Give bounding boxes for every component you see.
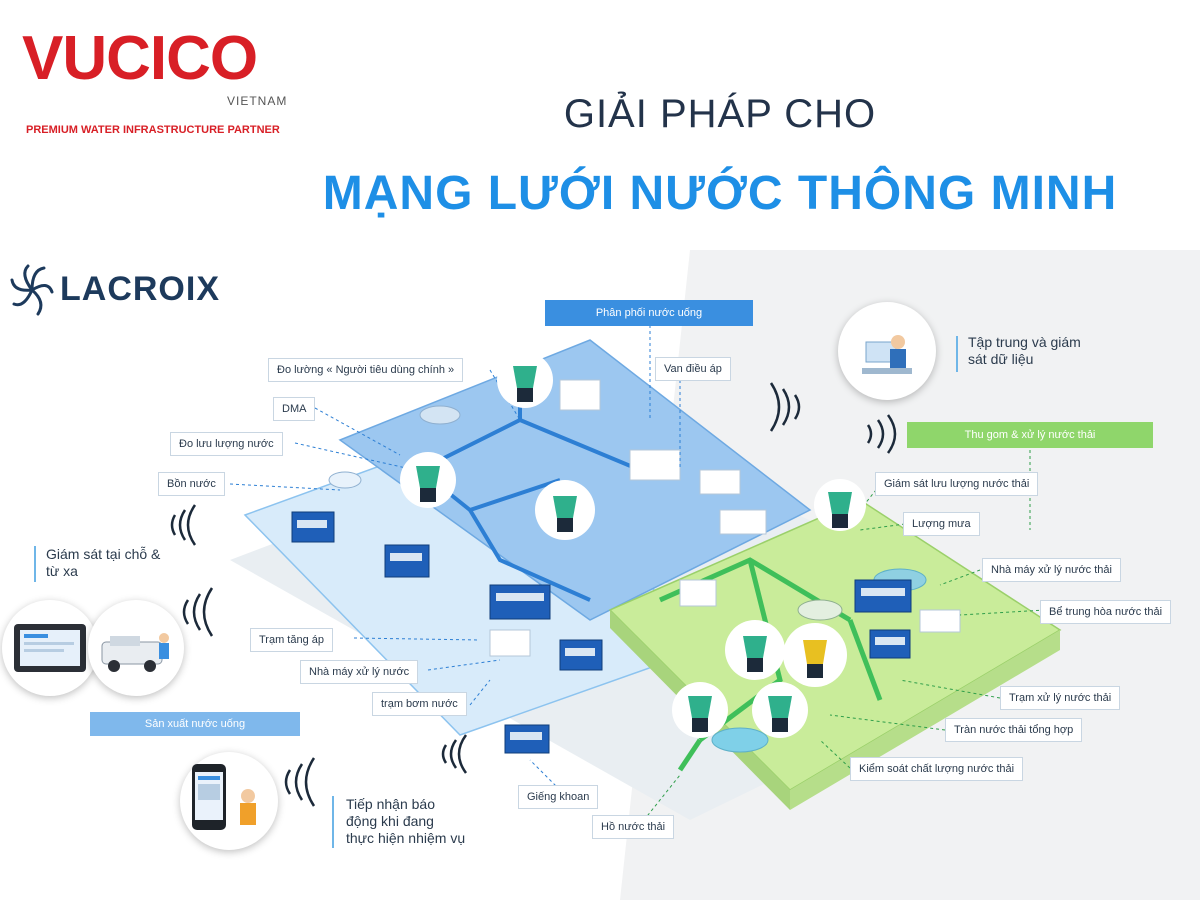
callout-line: Tập trung và giám — [968, 334, 1081, 350]
label-phan-phoi: Phân phối nước uống — [545, 300, 753, 326]
brand-tagline: PREMIUM WATER INFRASTRUCTURE PARTNER — [26, 124, 280, 136]
signal-wave-icons — [170, 382, 897, 807]
callout-giam-sat-tai-cho: Giám sát tại chỗ & từ xa — [46, 546, 160, 580]
label-dma: DMA — [273, 397, 316, 421]
callout-line: sát dữ liệu — [968, 351, 1034, 367]
callout-line: động khi đang — [346, 813, 434, 829]
vehicle-illustration — [88, 600, 184, 696]
service-van-icon — [101, 633, 169, 672]
callout-line: thực hiện nhiệm vụ — [346, 830, 466, 846]
smartphone-icon — [192, 764, 256, 830]
label-nha-may-xu-ly-nuoc: Nhà máy xử lý nước — [300, 660, 419, 684]
tablet-icon — [14, 624, 86, 672]
callout-bar — [34, 546, 36, 582]
label-gieng-khoan: Giếng khoan — [518, 785, 599, 809]
brand-name: VUCICO — [22, 24, 258, 93]
callout-line: từ xa — [46, 563, 78, 579]
label-be-trung-hoa: Bể trung hòa nước thải — [1040, 600, 1172, 624]
vucico-logo: VUCICO VIETNAM PREMIUM WATER INFRASTRUCT… — [22, 28, 292, 138]
operator-desk-icon — [862, 335, 912, 374]
label-tram-bom-nuoc: trạm bơm nước — [372, 692, 467, 716]
label-do-luu-luong: Đo lưu lượng nước — [170, 432, 283, 456]
brand-sub: VIETNAM — [227, 94, 288, 108]
title-line-2: MẠNG LƯỚI NƯỚC THÔNG MINH — [322, 167, 1118, 220]
callout-line: Giám sát tại chỗ & — [46, 546, 161, 562]
label-tram-xu-ly-thai: Trạm xử lý nước thải — [1000, 686, 1121, 710]
tablet-illustration — [2, 600, 98, 696]
callout-tap-trung: Tập trung và giám sát dữ liệu — [968, 334, 1081, 368]
callout-bar — [956, 336, 958, 372]
label-luong-mua: Lượng mưa — [903, 512, 980, 536]
label-bon-nuoc: Bồn nước — [158, 472, 225, 496]
title-line-1: GIẢI PHÁP CHO — [563, 92, 877, 136]
label-giam-sat-luu-luong-thai: Giám sát lưu lượng nước thải — [875, 472, 1039, 496]
label-thu-gom: Thu gom & xử lý nước thải — [907, 422, 1153, 448]
label-van-dieu-ap: Van điều áp — [655, 357, 731, 381]
label-tram-tang-ap: Trạm tăng áp — [250, 628, 334, 652]
label-nha-may-xu-ly-thai: Nhà máy xử lý nước thải — [982, 558, 1121, 582]
callout-tiep-nhan: Tiếp nhận báo động khi đang thực hiện nh… — [346, 796, 465, 847]
partner-name: LACROIX — [60, 270, 220, 308]
label-ho-nuoc-thai: Hồ nước thải — [592, 815, 675, 839]
wastewater-pond — [711, 727, 769, 753]
callout-bar — [332, 796, 334, 848]
label-san-xuat: Sản xuất nước uống — [90, 712, 300, 736]
lacroix-logo: LACROIX — [10, 262, 250, 322]
label-do-luong: Đo lường « Người tiêu dùng chính » — [268, 358, 464, 382]
lacroix-swirl-icon — [10, 264, 54, 316]
operator-illustration — [838, 302, 936, 400]
callout-line: Tiếp nhận báo — [346, 796, 435, 812]
mobile-illustration — [180, 752, 278, 850]
label-kiem-soat: Kiểm soát chất lượng nước thải — [850, 757, 1024, 781]
label-tran-nuoc-thai: Tràn nước thải tổng hợp — [945, 718, 1083, 742]
yellow-sensor-icon — [803, 640, 827, 664]
